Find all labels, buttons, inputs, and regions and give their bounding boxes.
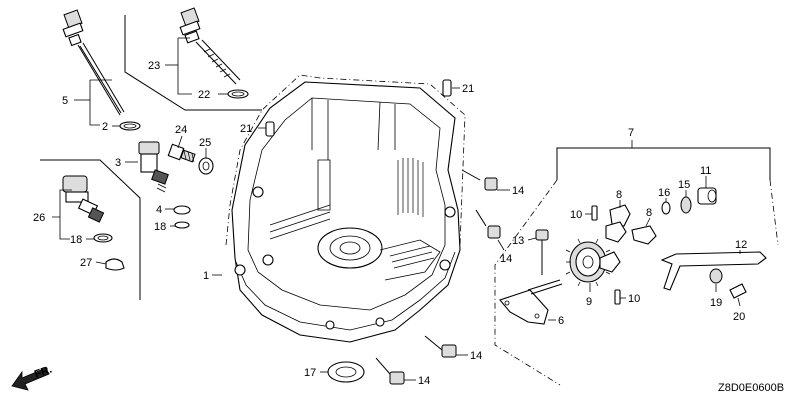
leader-lines (52, 37, 741, 381)
callout-23: 23 (148, 60, 160, 72)
callout-8-b: 8 (646, 207, 652, 219)
callout-2: 2 (102, 121, 108, 133)
callout-19: 19 (710, 297, 722, 309)
callout-13: 13 (512, 235, 524, 247)
callout-10-upper: 10 (570, 209, 582, 221)
callout-6: 6 (558, 315, 564, 327)
governor-arm-6 (499, 279, 563, 325)
governor-assembly-7-bracket (494, 147, 779, 386)
oil-filler-cap-26 (62, 175, 105, 223)
oil-filler-cap-3 (138, 141, 169, 193)
crankcase-cover-1 (225, 74, 466, 343)
flange-bolt-14-d (375, 357, 405, 385)
governor-shaft-12 (660, 251, 767, 291)
washer-18-upper (174, 221, 190, 229)
callout-21-right: 21 (462, 83, 474, 95)
clip-20 (729, 283, 747, 299)
callout-15: 15 (678, 179, 690, 191)
governor-gear-9 (565, 238, 621, 287)
front-direction-arrow: FR. (11, 363, 54, 391)
callout-21-left: 21 (240, 123, 252, 135)
callout-27: 27 (80, 257, 92, 269)
flange-bolt-13 (535, 229, 549, 275)
figure-code: Z8D0E0600B (718, 382, 784, 394)
callout-1: 1 (203, 270, 209, 282)
callout-5: 5 (62, 95, 68, 107)
callout-10-lower: 10 (628, 293, 640, 305)
callout-17: 17 (304, 367, 316, 379)
callout-20: 20 (733, 311, 745, 323)
callout-8-a: 8 (616, 189, 622, 201)
clip-27 (105, 258, 125, 271)
callout-25: 25 (199, 137, 211, 149)
governor-slider-11 (697, 187, 717, 205)
callout-14-b: 14 (500, 253, 512, 265)
flange-bolt-14-a (461, 169, 498, 191)
callout-18-lower: 18 (70, 234, 82, 246)
callout-14-a: 14 (512, 185, 524, 197)
callout-18-upper: 18 (154, 221, 166, 233)
o-ring-22 (227, 89, 249, 99)
dowel-pin-21-right (442, 79, 452, 97)
oil-dipstick-23 (179, 7, 241, 85)
callout-7: 7 (628, 127, 634, 139)
callout-9: 9 (586, 296, 592, 308)
callout-4: 4 (156, 204, 162, 216)
callout-22: 22 (198, 89, 210, 101)
washer-4 (173, 205, 191, 215)
washer-16 (661, 201, 671, 215)
washer-19 (709, 268, 723, 284)
governor-weight-8-b (631, 225, 657, 245)
flange-bolt-14-c (424, 335, 457, 358)
section-divider-lines (40, 15, 262, 300)
oil-seal-17 (327, 361, 365, 383)
o-ring-18-lower (93, 233, 113, 243)
o-ring-2 (119, 121, 141, 131)
pin-10-lower (614, 289, 621, 305)
callout-labels: 5 2 23 22 3 24 25 4 18 26 18 27 1 21 21 … (33, 60, 747, 387)
pin-10-upper (591, 205, 598, 221)
direction-label: FR. (33, 363, 54, 380)
callout-12: 12 (735, 239, 747, 251)
callout-3: 3 (115, 157, 121, 169)
callout-11: 11 (700, 165, 711, 177)
governor-weight-8-a (609, 204, 631, 227)
flange-bolt-14-b (475, 209, 501, 239)
governor-weight-8-c (605, 221, 627, 243)
oil-dipstick-5 (62, 9, 125, 116)
holder-15 (680, 196, 692, 214)
callout-14-c: 14 (470, 350, 482, 362)
callout-16: 16 (658, 187, 670, 199)
washer-25 (198, 157, 214, 175)
callout-26: 26 (33, 212, 45, 224)
callout-14-d: 14 (418, 375, 430, 387)
drain-bolt-24 (167, 143, 196, 163)
dowel-pin-21-left (265, 121, 275, 137)
callout-24: 24 (175, 124, 187, 136)
